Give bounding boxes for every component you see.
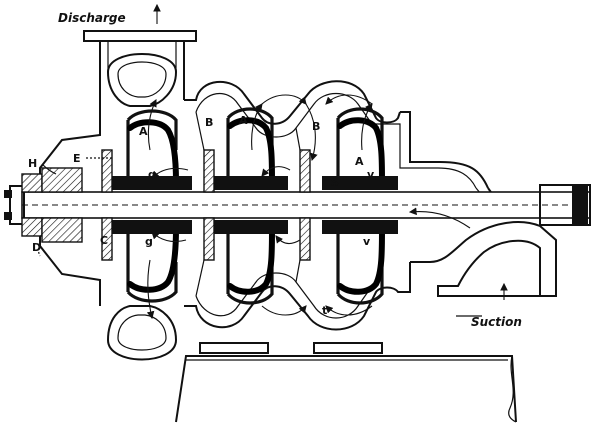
label-b-second: B [312, 120, 320, 133]
stuffing-box [21, 167, 83, 243]
pump-base [175, 342, 517, 423]
label-e: E [73, 152, 81, 165]
label-a-stage-3: A [355, 155, 364, 168]
label-v-upper: v [367, 168, 375, 181]
label-leaders [37, 157, 482, 317]
discharge-flange [83, 30, 197, 110]
label-a-stage-1: A [139, 125, 148, 138]
impeller-stage-3 [322, 107, 398, 305]
lower-volute [106, 305, 178, 361]
label-h: H [28, 157, 37, 170]
label-c: C [100, 234, 108, 247]
flow-arrows [146, 94, 471, 320]
label-g-lower: g [145, 235, 153, 248]
impeller-stage-2 [214, 107, 288, 305]
label-d: D [32, 241, 41, 254]
label-t: t [322, 304, 327, 317]
suction-label: Suction [471, 315, 522, 329]
stage-diaphragms [101, 111, 311, 297]
upper-volute [106, 53, 178, 107]
label-v-lower: v [363, 235, 371, 248]
pump-shaft [4, 184, 591, 226]
discharge-label: Discharge [58, 11, 126, 25]
casing-bottom [39, 226, 411, 331]
impeller-stage-1 [112, 109, 192, 303]
label-g-upper: g [148, 168, 156, 181]
label-a-stage-2: A [239, 114, 248, 127]
label-s: S [331, 176, 339, 189]
label-b-first: B [205, 116, 213, 129]
